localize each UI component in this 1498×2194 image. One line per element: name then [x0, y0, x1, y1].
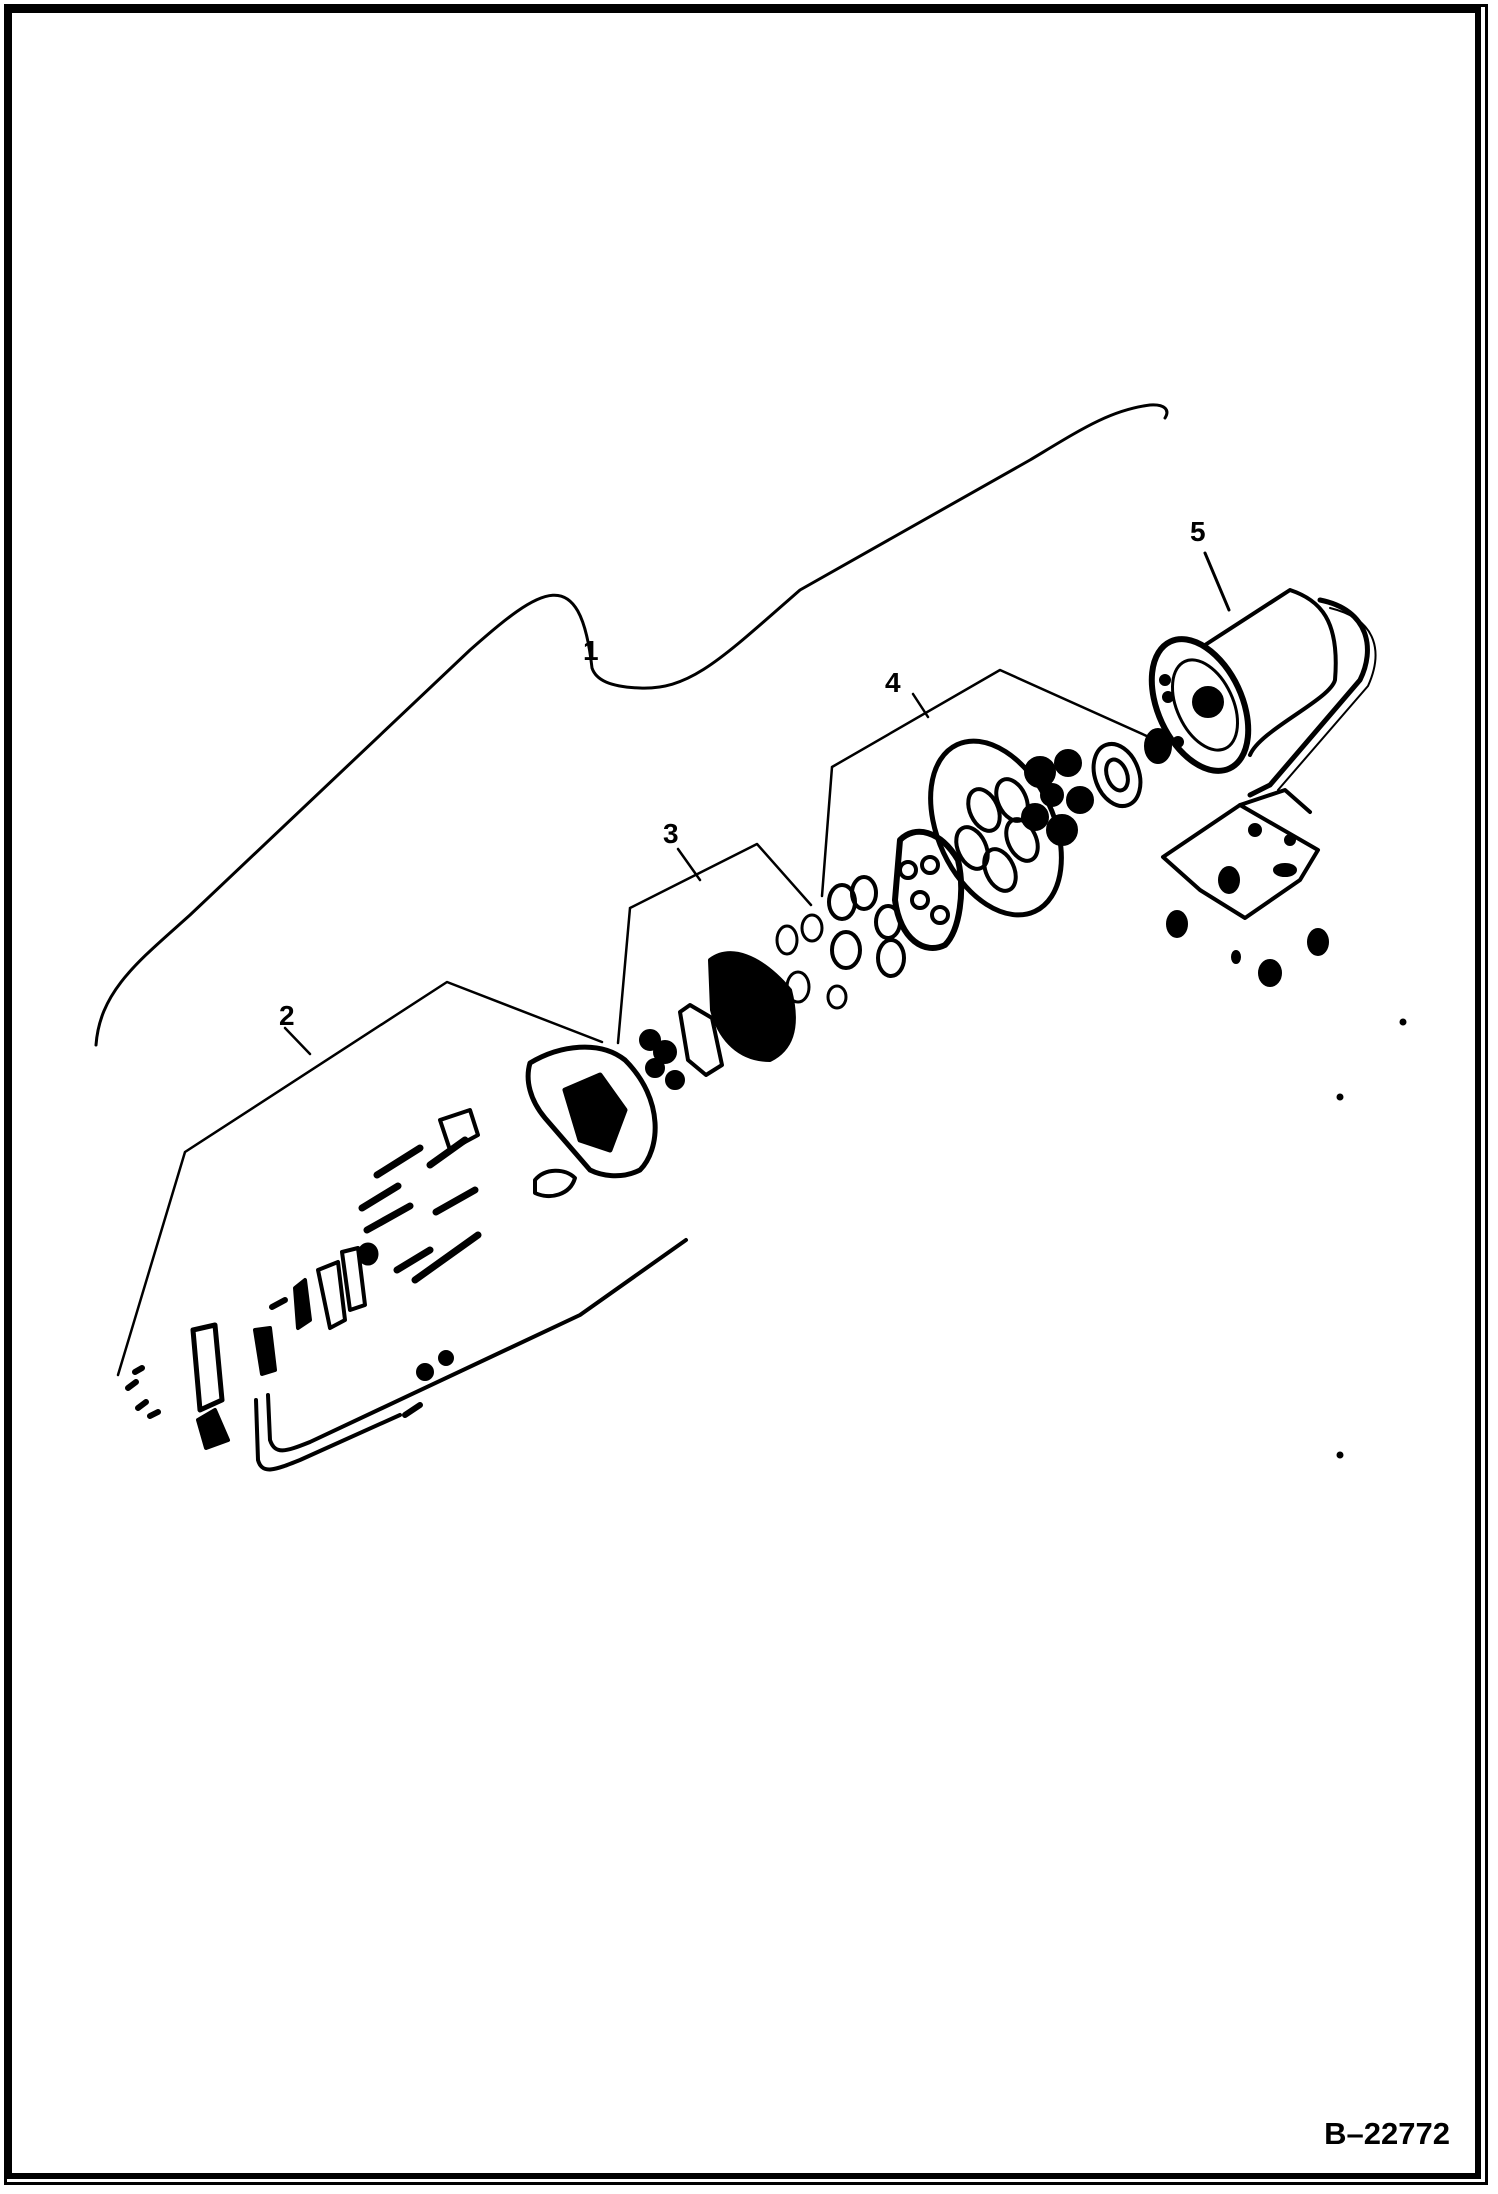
- brush-holder-parts: [125, 1246, 367, 1450]
- leader-3: [616, 842, 813, 1045]
- planetary-gear-set: [826, 728, 1172, 1010]
- assembly-brace: [94, 403, 1169, 1047]
- valve-plate-set: [639, 913, 824, 1090]
- motor-part: [1148, 588, 1377, 798]
- callout-3: 3: [663, 818, 679, 849]
- drawing-border-outer: [4, 4, 1488, 2185]
- callout-5: 5: [1190, 516, 1206, 547]
- drawing-number: B–22772: [1324, 2116, 1450, 2151]
- rear-cover-housing: [525, 1044, 658, 1198]
- callout-4: 4: [885, 667, 901, 698]
- hardware-bolts: [357, 1108, 482, 1284]
- leader-2: [116, 980, 604, 1377]
- wiring-harness: [254, 1238, 688, 1472]
- drawing-border: [7, 7, 1481, 2179]
- leader-5: [1203, 551, 1231, 612]
- callout-2: 2: [279, 1000, 295, 1031]
- callout-1: 1: [583, 635, 599, 666]
- mounting-bracket: [1161, 788, 1407, 1459]
- leader-4: [820, 668, 1162, 898]
